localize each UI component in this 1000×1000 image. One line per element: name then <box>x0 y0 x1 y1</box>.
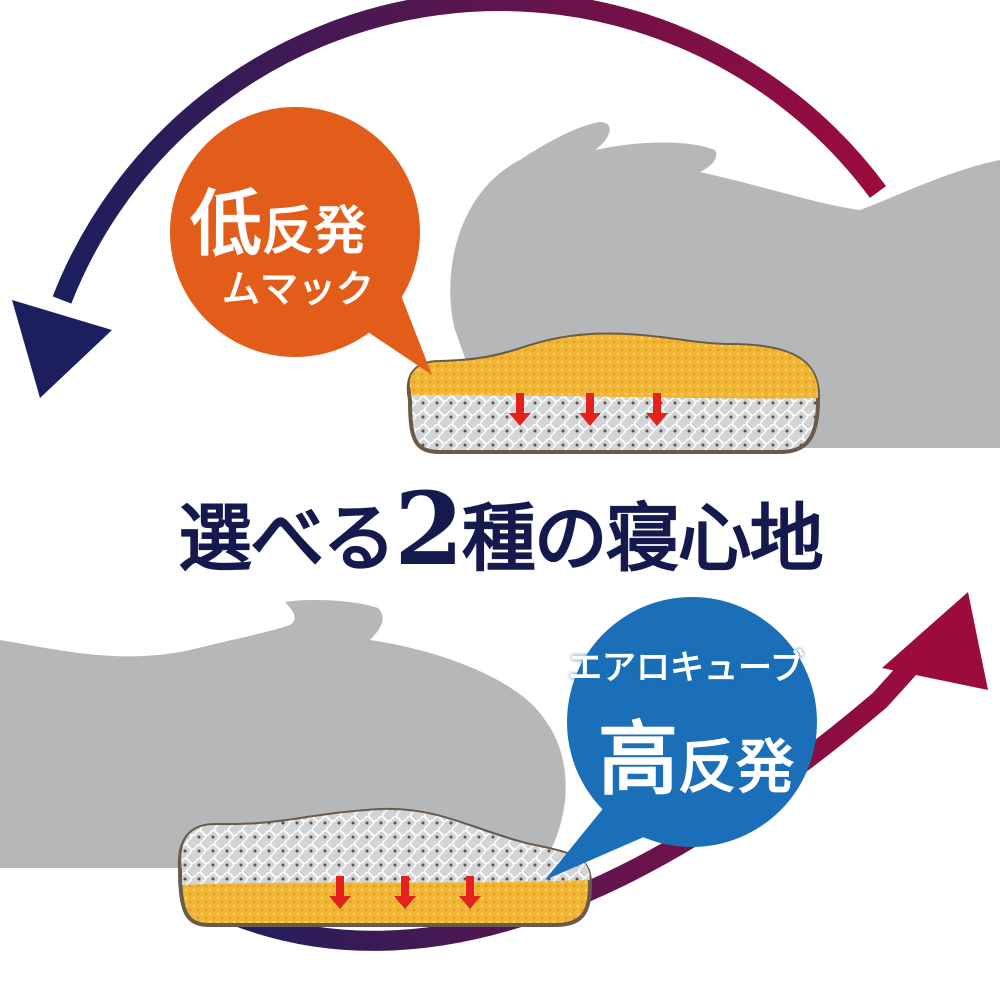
headline-suffix: 種の寝心地 <box>461 496 824 582</box>
high-rebound-pillow <box>177 807 593 927</box>
high-rebound-label: 高反発 <box>598 695 794 811</box>
top-cycle-arrow <box>12 0 887 398</box>
rebound-text: 反発 <box>262 201 367 262</box>
low-rebound-bubble <box>170 107 432 375</box>
headline: 選べる2種の寝心地 <box>0 470 1000 588</box>
headline-number: 2 <box>394 470 464 588</box>
high-char: 高 <box>598 712 678 806</box>
high-rebound-bubble <box>545 597 817 880</box>
rebound-text: 反発 <box>678 733 795 801</box>
low-rebound-product-name: ムマック <box>222 266 375 311</box>
low-rebound-pillow <box>406 332 821 454</box>
compression-arrows <box>509 393 668 426</box>
bottom-head-silhouette <box>0 600 566 868</box>
low-rebound-label: 低反発 <box>190 165 366 270</box>
high-rebound-product-name: エアロキューブ <box>568 648 804 688</box>
headline-prefix: 選べる <box>178 496 396 582</box>
low-char: 低 <box>190 181 263 266</box>
compression-arrows <box>329 876 481 909</box>
